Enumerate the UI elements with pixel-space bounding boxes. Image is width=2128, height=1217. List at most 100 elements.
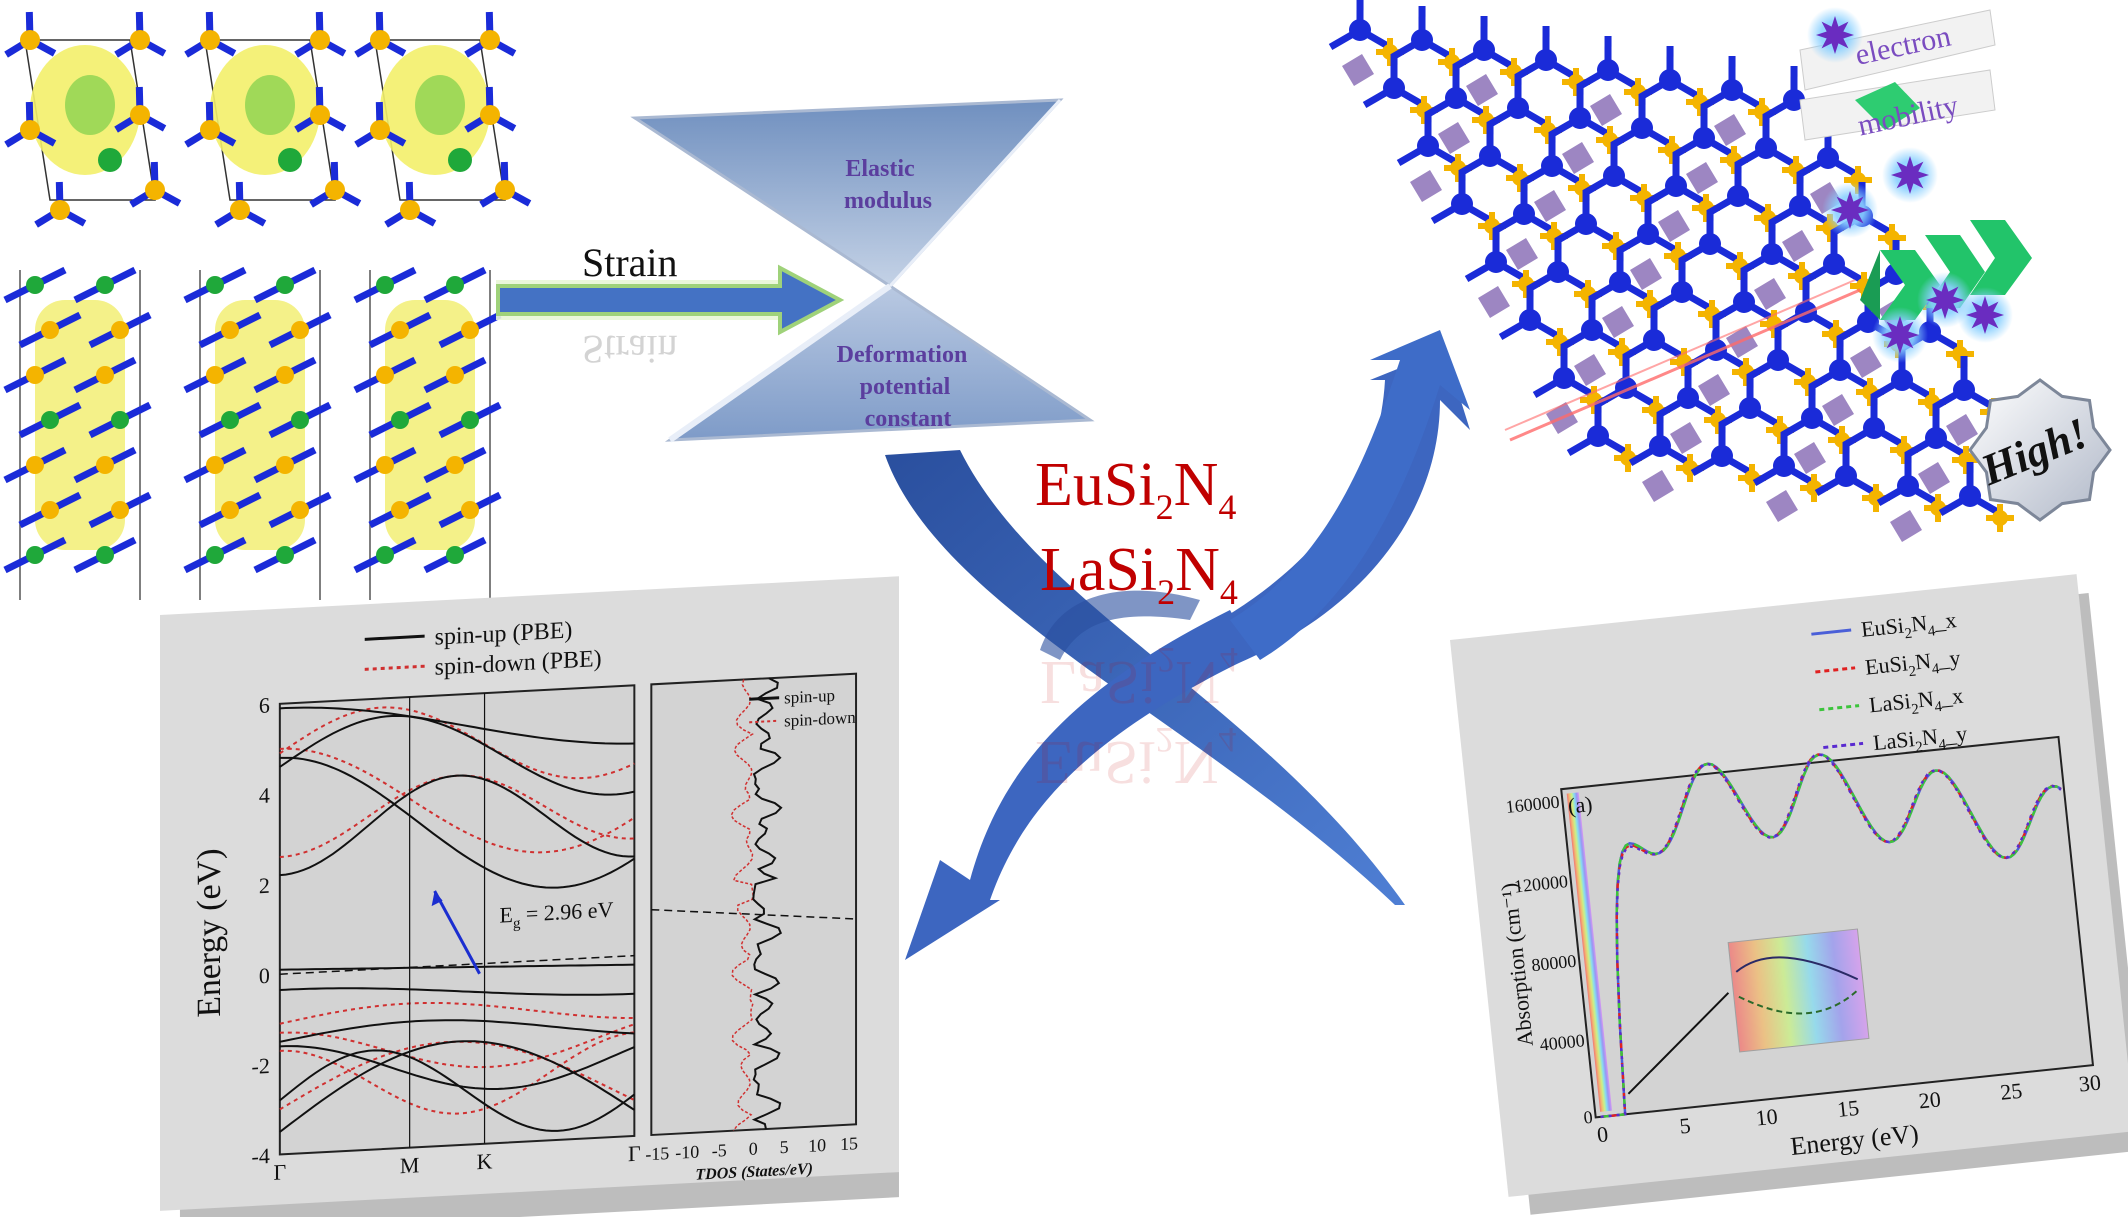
atom xyxy=(111,501,129,519)
spin-down-band xyxy=(279,706,635,780)
n-atom xyxy=(1383,77,1405,99)
high-badge xyxy=(1968,378,2112,522)
metal-atom xyxy=(1630,258,1662,290)
atom xyxy=(206,366,224,384)
n-atom xyxy=(1631,117,1653,139)
metal-atom xyxy=(448,148,472,172)
metal-atom xyxy=(1714,114,1746,146)
fermi-level xyxy=(279,954,635,975)
electron-star xyxy=(1831,191,1869,229)
gap-arrowhead xyxy=(431,891,443,907)
metal-atom xyxy=(1602,306,1634,338)
si-atom xyxy=(310,30,330,50)
si-atom xyxy=(130,30,150,50)
electron-star xyxy=(1966,296,2004,334)
atom xyxy=(446,456,464,474)
n-atom xyxy=(1733,291,1755,313)
formula-reflection-eu: EuSi2N4 xyxy=(1035,720,1236,796)
n-atom xyxy=(1485,251,1507,273)
n-atom xyxy=(1863,417,1885,439)
si-atom xyxy=(230,200,250,220)
dos-xtick-10: 10 xyxy=(808,1135,826,1156)
absorption-panel xyxy=(1450,574,2128,1215)
si-atom xyxy=(400,200,420,220)
electron-stars xyxy=(1807,7,2013,363)
strain-label-reflection: Strain xyxy=(582,327,678,372)
abs-legend-label: LaSi2N4_y xyxy=(1872,721,1969,761)
band-ytick-m2: -2 xyxy=(252,1053,270,1079)
atom xyxy=(376,456,394,474)
n-atom xyxy=(1513,203,1535,225)
upper-right-arrow xyxy=(1230,330,1470,660)
n-atom xyxy=(1553,367,1575,389)
hourglass-shape xyxy=(630,98,1095,443)
atom xyxy=(206,546,224,564)
si-atom xyxy=(495,180,515,200)
abs-ytick-40000: 40000 xyxy=(1539,1030,1586,1055)
atom xyxy=(291,501,309,519)
atom xyxy=(96,366,114,384)
dos-xtick-m10: -10 xyxy=(675,1142,699,1163)
electron-star xyxy=(1816,16,1854,54)
n-atom xyxy=(1349,19,1371,41)
n-atom xyxy=(1637,223,1659,245)
si-atom xyxy=(50,200,70,220)
n-atom xyxy=(1671,281,1693,303)
n-atom xyxy=(1773,455,1795,477)
atom xyxy=(96,456,114,474)
n-atom xyxy=(1569,107,1591,129)
abs-legend-swatch xyxy=(1815,666,1856,674)
charge-isosurface-inner xyxy=(415,75,465,135)
abs-legend-label: EuSi2N4_x xyxy=(1860,607,1958,647)
n-atom xyxy=(1755,137,1777,159)
kpoint-gamma-2: Γ xyxy=(628,1141,641,1167)
n-atom xyxy=(1761,243,1783,265)
n-atom xyxy=(1547,261,1569,283)
si-atom xyxy=(480,105,500,125)
absorption-labels: (a) Absorption (cm⁻¹) 160000 120000 8000… xyxy=(1496,607,2102,1161)
electron-star xyxy=(1891,156,1929,194)
dos-spin-up xyxy=(751,677,783,1130)
spin-up-band xyxy=(279,714,635,796)
strain-arrow xyxy=(496,264,845,336)
spin-down-band xyxy=(279,747,635,854)
band-structure-labels: spin-up (PBE) spin-down (PBE) Energy (eV… xyxy=(191,617,858,1184)
lasi2n4-x-curve xyxy=(1600,753,2062,1119)
n-atom xyxy=(1699,233,1721,255)
atom xyxy=(461,501,479,519)
n-atom xyxy=(1677,387,1699,409)
n-atom xyxy=(1597,59,1619,81)
dos-xlabel: TDOS (States/eV) xyxy=(695,1161,813,1184)
dos-xtick-0: 0 xyxy=(749,1138,758,1158)
si-atom xyxy=(1992,510,2008,526)
metal-atom xyxy=(98,148,122,172)
electron-star xyxy=(1881,316,1919,354)
atom xyxy=(376,366,394,384)
metal-atom xyxy=(1822,394,1854,426)
charge-isosurface-inner xyxy=(245,75,295,135)
metal-atom xyxy=(1890,510,1922,542)
inset-pointer xyxy=(1627,992,1730,1095)
n-atom xyxy=(1727,185,1749,207)
n-atom xyxy=(1801,407,1823,429)
n-atom xyxy=(1587,425,1609,447)
atom xyxy=(26,456,44,474)
abs-xtick-5: 5 xyxy=(1678,1113,1692,1139)
atom xyxy=(96,276,114,294)
band-ytick-6: 6 xyxy=(259,692,270,718)
metal-atom xyxy=(1782,230,1814,262)
spin-down-band xyxy=(279,1002,635,1025)
n-atom xyxy=(1507,97,1529,119)
metal-atom xyxy=(1410,170,1442,202)
band-ylabel: Energy (eV) xyxy=(191,848,228,1018)
metal-atom xyxy=(1658,210,1690,242)
dos-xtick-m15: -15 xyxy=(645,1143,669,1164)
formula-lasi2n4: LaSi2N4 xyxy=(1040,536,1238,612)
atom xyxy=(376,546,394,564)
metal-atom xyxy=(1506,238,1538,270)
abs-legend-swatch xyxy=(1811,628,1852,636)
gap-label: Eg = 2.96 eV xyxy=(500,897,614,933)
abs-legend-swatch xyxy=(1819,704,1860,712)
atom xyxy=(26,546,44,564)
atom xyxy=(26,366,44,384)
